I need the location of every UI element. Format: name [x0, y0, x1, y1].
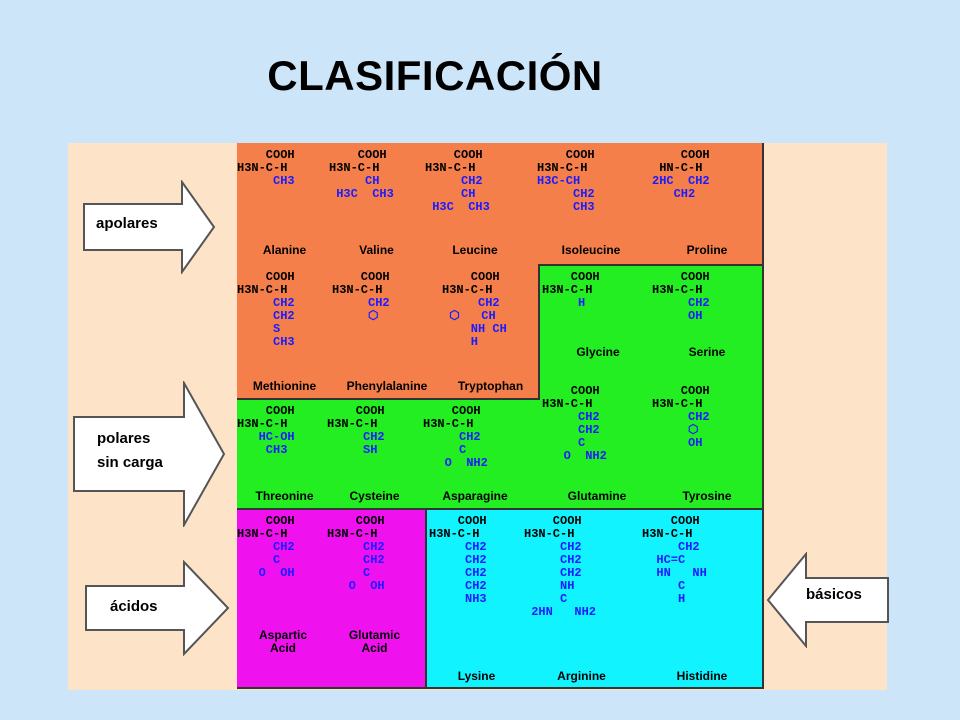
label-acidos: ácidos — [110, 598, 158, 615]
aa-aspartic-acid: COOH H3N-C-H CH2 C O OH Aspartic Acid — [237, 514, 308, 655]
aa-arginine: COOH H3N-C-H CH2 CH2 CH2 NH C 2HN NH2 Ar… — [524, 514, 606, 683]
arrow-acidos-icon — [85, 560, 230, 656]
region-polar — [237, 399, 764, 509]
aa-threonine: COOH H3N-C-H HC-OH CH3 Threonine — [237, 404, 314, 503]
region-basic — [426, 509, 764, 689]
aa-alanine: COOH H3N-C-H CH3 Alanine — [237, 148, 307, 257]
aa-glycine: COOH H3N-C-H H Glycine — [542, 270, 620, 359]
region-polar-upper — [539, 265, 764, 399]
arrow-apolares-icon — [83, 180, 216, 274]
region-apolar — [237, 143, 764, 265]
label-apolares: apolares — [96, 215, 158, 232]
aa-tryptophan: COOH H3N-C-H CH2 ⬡ CH NH CH H Tryptophan — [442, 270, 524, 393]
aa-serine: COOH H3N-C-H CH2 OH Serine — [652, 270, 726, 359]
aa-cysteine: COOH H3N-C-H CH2 SH Cysteine — [327, 404, 400, 503]
aa-phenylalanine: COOH H3N-C-H CH2 ⬡ Phenylalanine — [332, 270, 428, 393]
aa-histidine: COOH H3N-C-H CH2 HC=C HN NH C H Histidin… — [642, 514, 728, 683]
label-basicos: básicos — [806, 586, 862, 603]
label-sin-carga: sin carga — [97, 454, 163, 471]
amino-acid-grid: COOH H3N-C-H CH3 Alanine COOH H3N-C-H CH… — [237, 143, 764, 689]
region-borders — [237, 143, 764, 689]
region-apolar-lower — [237, 265, 539, 399]
page-title: CLASIFICACIÓN — [267, 52, 603, 99]
aa-proline: COOH HN-C-H 2HC CH2 CH2 Proline — [652, 148, 728, 257]
aa-glutamic-acid: COOH H3N-C-H CH2 CH2 C O OH Glutamic Aci… — [327, 514, 401, 655]
aa-isoleucine: COOH H3N-C-H H3C-CH CH2 CH3 Isoleucine — [537, 148, 621, 257]
aa-valine: COOH H3N-C-H CH H3C CH3 Valine — [329, 148, 394, 257]
aa-lysine: COOH H3N-C-H CH2 CH2 CH2 CH2 NH3 Lysine — [429, 514, 496, 683]
arrow-basicos-icon — [766, 552, 889, 648]
arrow-polares-icon — [73, 381, 226, 527]
aa-asparagine: COOH H3N-C-H CH2 C O NH2 Asparagine — [423, 404, 508, 503]
aa-leucine: COOH H3N-C-H CH2 CH H3C CH3 Leucine — [425, 148, 498, 257]
region-acid — [237, 509, 426, 689]
aa-methionine: COOH H3N-C-H CH2 CH2 S CH3 Methionine — [237, 270, 317, 393]
label-polares: polares — [97, 430, 151, 447]
aa-tyrosine: COOH H3N-C-H CH2 ⬡ OH Tyrosine — [652, 384, 732, 503]
aa-glutamine: COOH H3N-C-H CH2 CH2 C O NH2 Glutamine — [542, 384, 627, 503]
